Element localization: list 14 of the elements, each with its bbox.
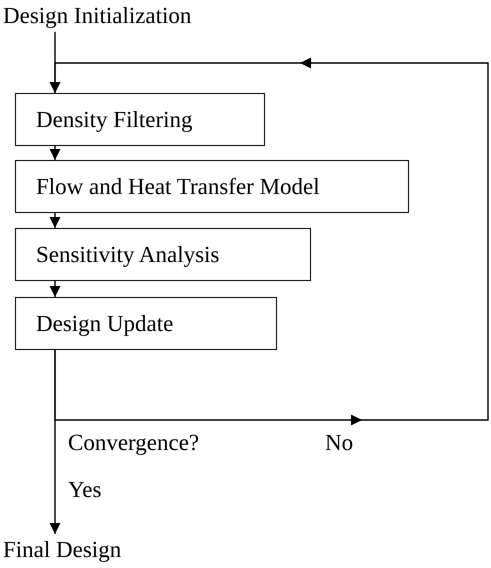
step-text: Design Initialization — [3, 0, 278, 32]
process-box — [15, 297, 277, 350]
process-box — [15, 93, 265, 146]
process-box — [15, 160, 409, 213]
process-box — [15, 228, 311, 281]
arrow — [50, 281, 60, 297]
box-label: Flow and Heat Transfer Model — [36, 174, 320, 200]
arrow — [50, 146, 60, 160]
box-label: Design Update — [36, 310, 174, 336]
arrow — [50, 213, 60, 228]
arrow — [50, 62, 489, 421]
step-text: Final Design — [3, 534, 163, 566]
box-label: Sensitivity Analysis — [36, 242, 220, 268]
box-label: Density Filtering — [36, 106, 193, 132]
